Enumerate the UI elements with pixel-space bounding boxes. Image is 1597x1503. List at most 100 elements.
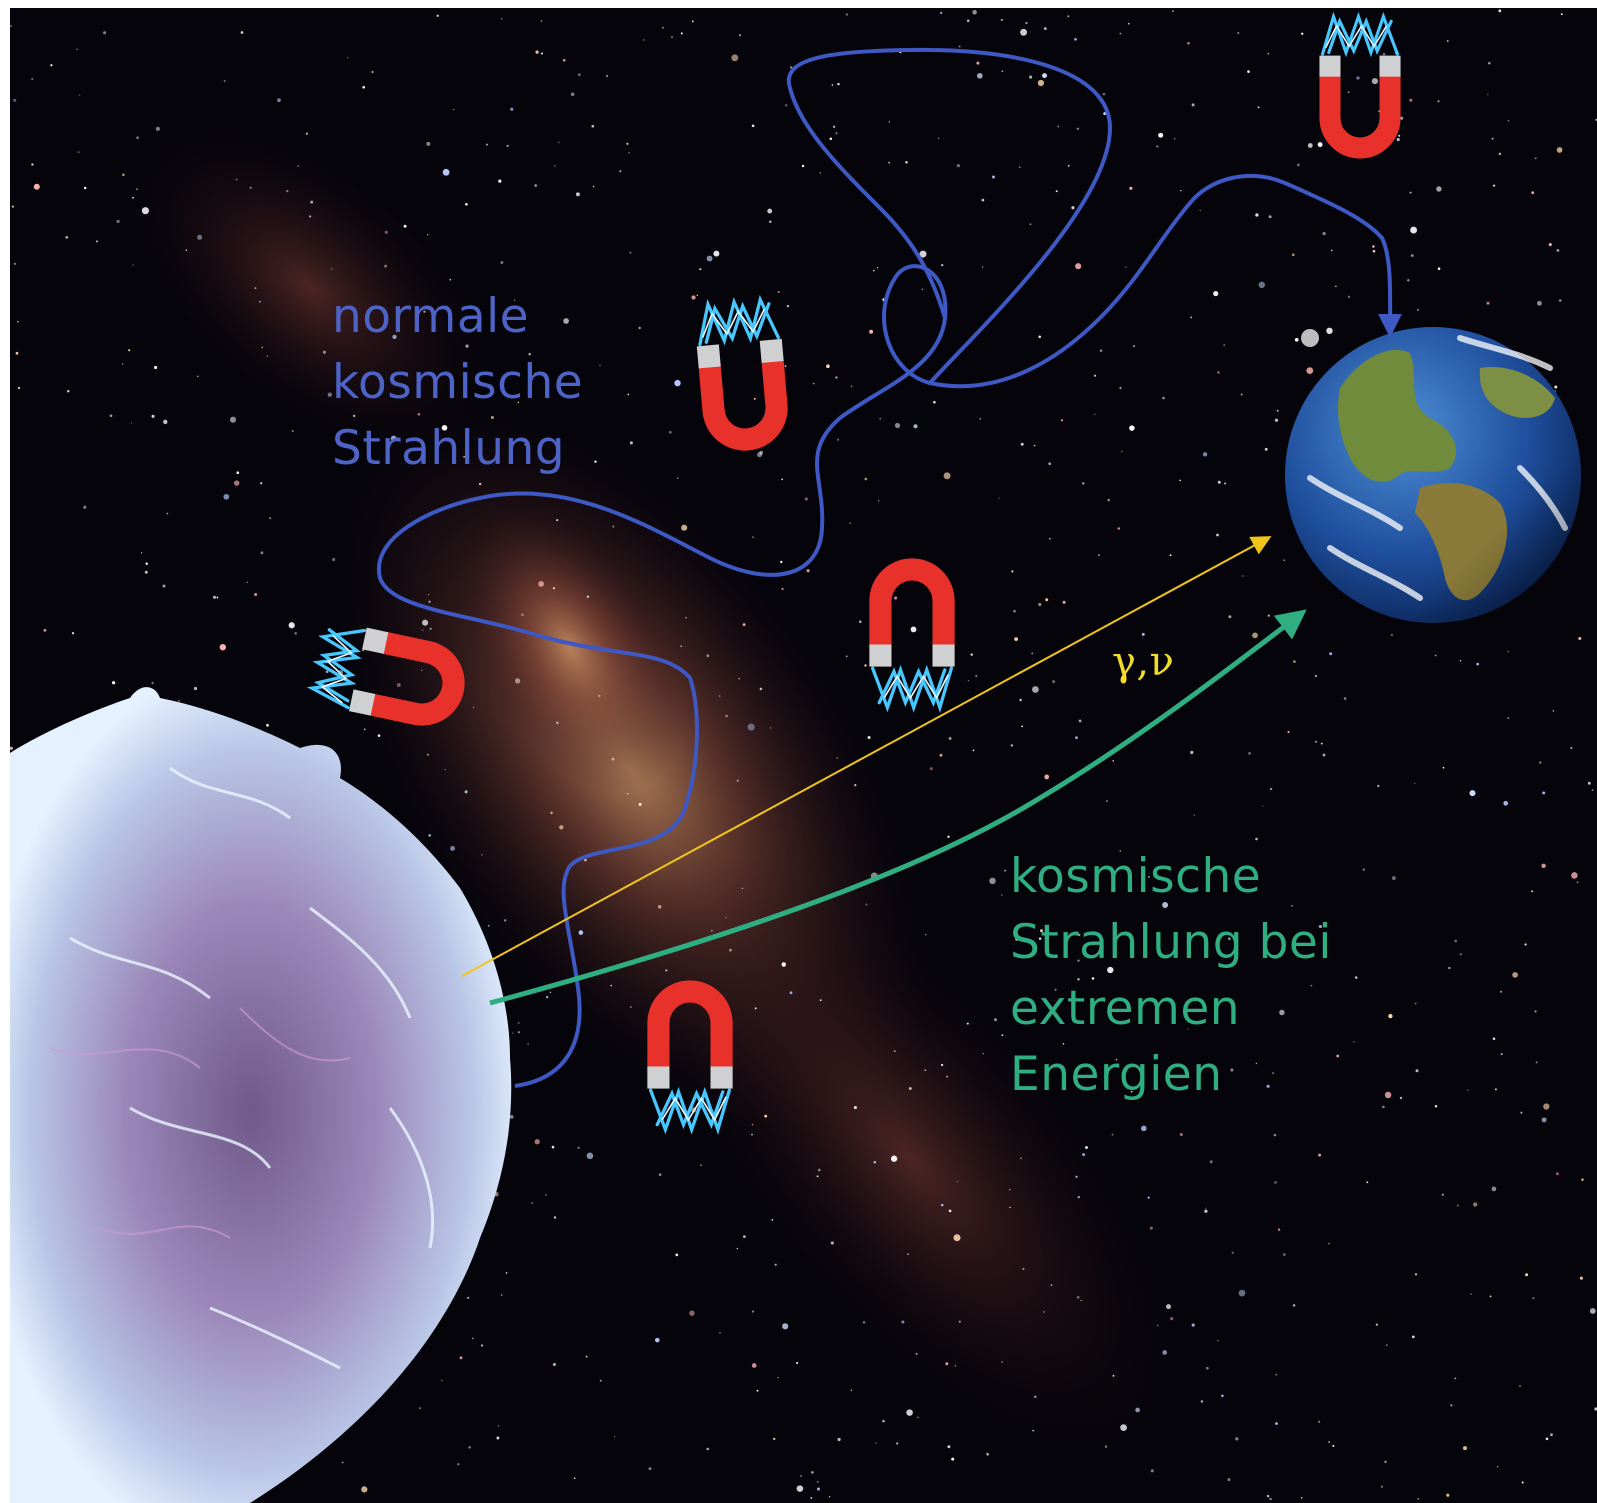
star bbox=[1217, 480, 1221, 484]
star bbox=[517, 401, 520, 404]
star bbox=[630, 1006, 632, 1008]
star bbox=[1362, 868, 1365, 871]
star bbox=[1202, 452, 1208, 457]
star bbox=[1407, 279, 1410, 282]
star bbox=[1075, 736, 1078, 740]
star bbox=[801, 164, 805, 168]
star bbox=[599, 1379, 602, 1382]
star bbox=[869, 329, 874, 334]
star bbox=[1014, 637, 1018, 641]
star bbox=[680, 32, 683, 35]
star bbox=[1255, 837, 1258, 841]
star bbox=[254, 287, 257, 290]
star bbox=[629, 251, 632, 254]
star bbox=[1487, 93, 1489, 96]
star bbox=[1489, 1295, 1492, 1298]
star bbox=[1001, 70, 1004, 73]
star bbox=[1010, 744, 1014, 747]
normal-label-line-1: normale bbox=[332, 289, 530, 344]
star bbox=[1307, 143, 1313, 148]
star bbox=[65, 235, 69, 239]
star bbox=[1045, 598, 1049, 602]
star bbox=[592, 185, 595, 188]
star bbox=[1275, 1373, 1278, 1376]
star bbox=[1498, 152, 1502, 156]
extreme-cosmic-ray-label: kosmische Strahlung bei extremen Energie… bbox=[1010, 844, 1332, 1108]
star bbox=[691, 20, 694, 23]
star bbox=[1122, 1079, 1124, 1082]
star bbox=[837, 1437, 841, 1442]
star bbox=[751, 1310, 755, 1313]
star bbox=[1224, 482, 1227, 485]
star bbox=[1411, 1335, 1415, 1339]
star bbox=[1548, 243, 1552, 247]
star bbox=[553, 1216, 557, 1219]
star bbox=[657, 904, 662, 909]
star bbox=[948, 1209, 952, 1213]
star bbox=[1391, 876, 1396, 881]
star bbox=[1104, 1445, 1108, 1448]
star bbox=[1103, 112, 1107, 116]
star bbox=[1410, 226, 1418, 234]
star bbox=[751, 1133, 753, 1136]
star bbox=[865, 903, 868, 906]
star bbox=[1388, 1013, 1393, 1019]
star bbox=[1135, 1407, 1140, 1413]
star bbox=[1020, 442, 1024, 446]
star bbox=[1038, 335, 1041, 339]
star bbox=[738, 677, 741, 680]
star bbox=[392, 334, 397, 340]
star bbox=[741, 887, 744, 890]
star bbox=[806, 569, 810, 573]
star bbox=[671, 36, 673, 39]
star bbox=[781, 587, 784, 591]
star bbox=[638, 326, 641, 330]
star bbox=[1187, 41, 1190, 45]
star bbox=[769, 727, 772, 729]
star bbox=[816, 1480, 819, 1483]
star bbox=[10, 746, 13, 750]
star bbox=[518, 1022, 520, 1024]
star bbox=[1473, 1202, 1478, 1207]
star bbox=[706, 1447, 709, 1451]
star bbox=[1107, 966, 1114, 974]
star bbox=[1371, 77, 1379, 85]
star bbox=[594, 460, 597, 463]
star bbox=[1400, 116, 1404, 120]
star bbox=[1594, 1407, 1597, 1411]
star bbox=[193, 686, 198, 691]
star bbox=[599, 364, 601, 366]
star bbox=[937, 137, 940, 139]
star bbox=[1347, 295, 1351, 298]
star bbox=[1248, 752, 1251, 755]
star bbox=[573, 1477, 576, 1480]
star bbox=[1199, 209, 1201, 212]
star bbox=[428, 834, 432, 837]
star bbox=[249, 186, 252, 189]
star bbox=[1414, 1273, 1418, 1276]
star bbox=[1382, 52, 1386, 56]
star bbox=[913, 424, 918, 429]
star bbox=[1071, 206, 1075, 210]
star bbox=[1375, 1323, 1378, 1326]
star bbox=[1326, 327, 1333, 335]
star bbox=[485, 143, 489, 146]
star bbox=[260, 551, 264, 555]
star bbox=[1524, 943, 1527, 946]
normal-cosmic-ray-label: normale kosmische Strahlung bbox=[332, 284, 583, 482]
star bbox=[986, 1452, 989, 1456]
star bbox=[487, 925, 490, 927]
star bbox=[1129, 425, 1135, 431]
star bbox=[1255, 213, 1259, 217]
star bbox=[1372, 249, 1376, 253]
star bbox=[496, 1436, 500, 1440]
star bbox=[819, 999, 822, 1002]
star bbox=[1456, 1204, 1459, 1207]
star bbox=[1539, 761, 1542, 764]
star bbox=[1097, 554, 1100, 557]
star bbox=[428, 600, 431, 604]
star bbox=[1486, 301, 1490, 305]
star bbox=[1157, 1324, 1159, 1326]
star bbox=[835, 132, 838, 135]
star bbox=[1057, 125, 1060, 128]
